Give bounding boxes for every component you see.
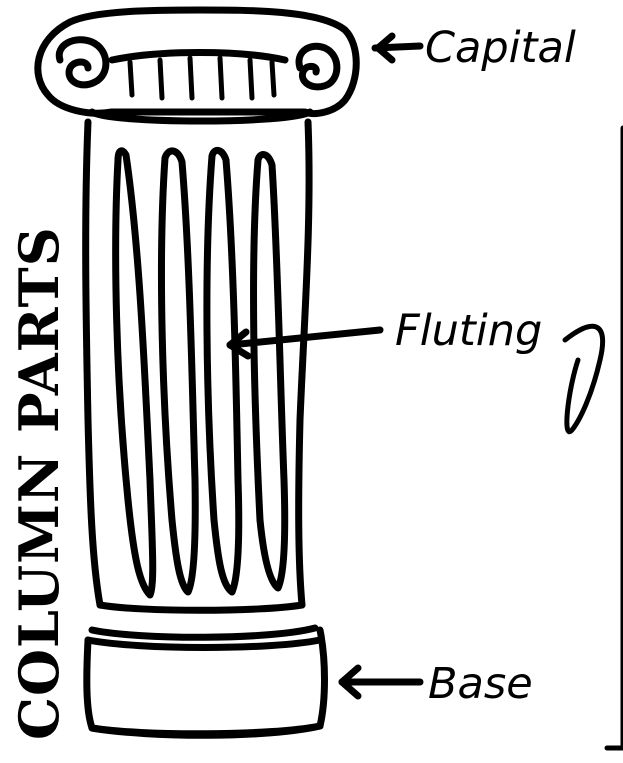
diagram-title: COLUMN PARTS [7, 226, 71, 740]
frame-border [607, 128, 623, 748]
fluting-squiggle [565, 326, 603, 432]
capital-label: Capital [425, 23, 576, 73]
base-label: Base [428, 659, 533, 709]
fluting-label: Fluting [395, 306, 542, 356]
base-arrow [342, 668, 420, 696]
column-shaft [86, 122, 315, 637]
capital-arrow [375, 36, 420, 60]
column-capital [38, 10, 356, 121]
column-base [87, 630, 325, 735]
